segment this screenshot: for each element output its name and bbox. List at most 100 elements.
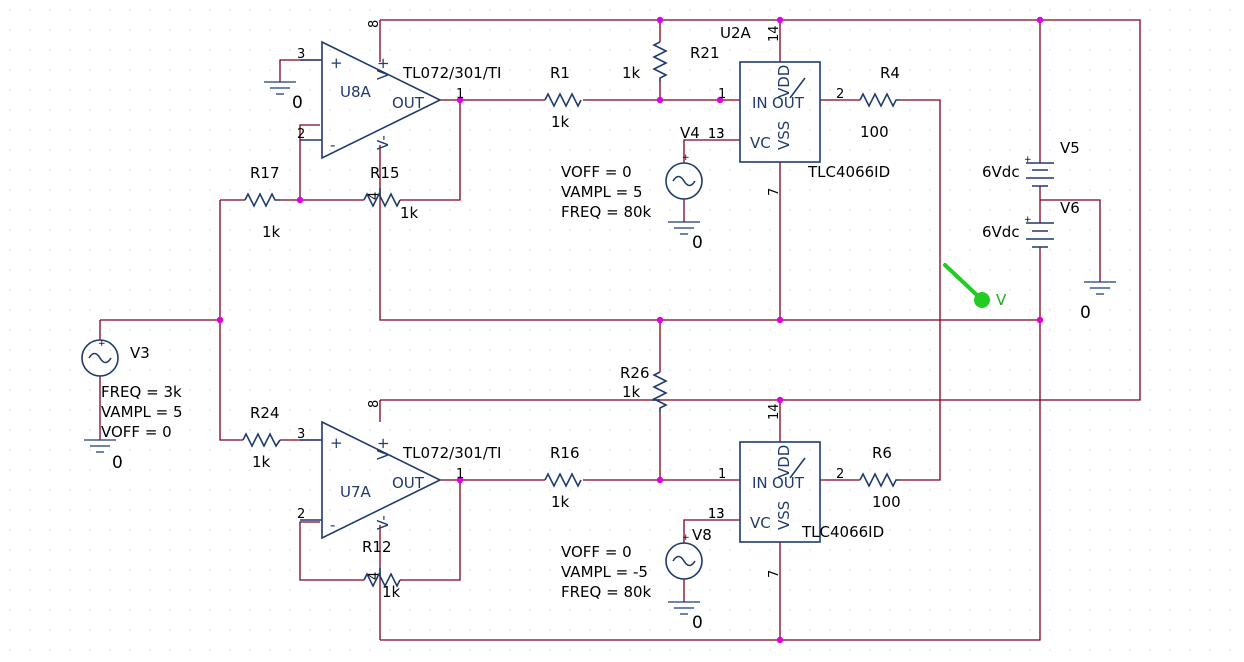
source-v6-value: 6Vdc	[982, 223, 1020, 241]
switch-lower-vss: VSS	[775, 501, 793, 530]
resistor-r26[interactable]: R26 1k	[620, 364, 668, 412]
resistor-r21-value: 1k	[622, 64, 641, 82]
switch-u2a-vc: VC	[750, 134, 771, 152]
opamp-u7a[interactable]: + - U7A OUT V+ V- TL072/301/TI 3 2 1 8 4	[297, 400, 501, 580]
resistor-r4-ref: R4	[880, 64, 900, 82]
switch-lower[interactable]: IN OUT VC VSS VDD TLC4066ID 1 2 13 14 7	[708, 403, 884, 578]
opamp-u7a-minus: -	[330, 516, 335, 534]
ground-u8a: 0	[264, 81, 303, 113]
opamp-u8a[interactable]: + - U8A OUT V+ V- TL072/301/TI 3 2 1 8 4	[297, 20, 501, 200]
svg-text:0: 0	[112, 453, 123, 473]
svg-text:0: 0	[292, 93, 303, 113]
source-v8-vampl: VAMPL = -5	[561, 563, 648, 581]
opamp-u8a-pin4: 4	[367, 192, 382, 200]
source-v8-voff: VOFF = 0	[561, 543, 632, 561]
svg-text:0: 0	[1080, 303, 1091, 323]
switch-u2a-pin1: 1	[718, 87, 726, 102]
opamp-u7a-vplus: V+	[374, 437, 392, 460]
resistor-r4-value: 100	[860, 123, 889, 141]
resistor-r16[interactable]: R16 1k	[544, 444, 582, 511]
resistor-r15[interactable]: R15 1k	[363, 164, 419, 222]
switch-u2a-ref: U2A	[720, 24, 752, 42]
resistor-r6[interactable]: R6 100	[859, 444, 901, 511]
resistor-r17-value: 1k	[262, 223, 281, 241]
resistor-r4[interactable]: R4 100	[859, 64, 900, 141]
switch-lower-vdd: VDD	[775, 445, 793, 478]
switch-u2a-vdd: VDD	[775, 65, 793, 98]
resistor-r15-value: 1k	[400, 204, 419, 222]
switch-u2a-out: OUT	[772, 94, 805, 112]
switch-lower-pin2: 2	[836, 467, 844, 482]
switch-lower-pin14: 14	[767, 403, 782, 420]
resistor-r17[interactable]: R17 1k	[244, 164, 281, 241]
opamp-u7a-vminus: V-	[374, 515, 392, 530]
source-v3-voff: VOFF = 0	[101, 423, 172, 441]
opamp-u7a-pin1: 1	[456, 467, 464, 482]
ground-v4: 0	[668, 221, 703, 253]
resistor-r12-ref: R12	[362, 538, 392, 556]
opamp-u7a-ref: U7A	[340, 483, 372, 501]
resistor-r21-ref: R21	[690, 44, 720, 62]
resistor-r24[interactable]: R24 1k	[242, 404, 281, 471]
switch-lower-part: TLC4066ID	[801, 523, 884, 541]
ground-batteries: 0	[1080, 281, 1116, 323]
resistor-r24-ref: R24	[250, 404, 280, 422]
switch-lower-pin13: 13	[708, 507, 725, 522]
opamp-u7a-plus: +	[330, 434, 343, 452]
source-v8-freq: FREQ = 80k	[561, 583, 652, 601]
source-v4-voff: VOFF = 0	[561, 163, 632, 181]
resistor-r1-value: 1k	[551, 113, 570, 131]
resistor-r15-ref: R15	[370, 164, 400, 182]
switch-u2a-pin13: 13	[708, 127, 725, 142]
opamp-u8a-pin2: 2	[297, 127, 305, 142]
resistor-r21[interactable]: R21 1k	[622, 41, 720, 82]
switch-lower-pin7: 7	[767, 570, 782, 578]
junction-dots	[216, 16, 1044, 644]
switch-lower-in: IN	[752, 474, 768, 492]
switch-lower-vc: VC	[750, 514, 771, 532]
source-v6[interactable]: + V6 6Vdc	[982, 199, 1080, 248]
source-v8-ref: V8	[692, 526, 712, 544]
source-v5[interactable]: + V5 6Vdc	[982, 139, 1080, 187]
source-v3-ref: V3	[130, 344, 150, 362]
source-v4-pin: 13	[708, 127, 725, 142]
opamp-u8a-vminus: V-	[374, 135, 392, 150]
switch-u2a[interactable]: IN OUT VC VSS VDD U2A TLC4066ID 1 2 13 1…	[708, 24, 890, 196]
opamp-u7a-pin4: 4	[367, 572, 382, 580]
opamp-u7a-pin2: 2	[297, 507, 305, 522]
opamp-u7a-out: OUT	[392, 474, 425, 492]
voltage-probe-label: V	[996, 291, 1007, 309]
opamp-u8a-out: OUT	[392, 94, 425, 112]
opamp-u8a-minus: -	[330, 136, 335, 154]
resistor-r12[interactable]: R12 1k	[362, 538, 401, 601]
resistor-r1[interactable]: R1 1k	[544, 64, 582, 131]
svg-text:+: +	[682, 153, 690, 163]
resistor-r17-ref: R17	[250, 164, 280, 182]
svg-text:+: +	[1024, 155, 1032, 165]
switch-lower-pin1: 1	[718, 467, 726, 482]
source-v4-freq: FREQ = 80k	[561, 203, 652, 221]
opamp-u7a-pin3: 3	[297, 427, 305, 442]
voltage-probe[interactable]: V	[943, 263, 1007, 309]
source-v3[interactable]: + V3 FREQ = 3k VAMPL = 5 VOFF = 0	[81, 339, 183, 441]
source-v4[interactable]: + V4 13 VOFF = 0 VAMPL = 5 FREQ = 80k	[561, 124, 725, 221]
svg-text:+: +	[98, 339, 106, 349]
opamp-u8a-plus: +	[330, 54, 343, 72]
svg-text:+: +	[682, 533, 690, 543]
opamp-u8a-ref: U8A	[340, 83, 372, 101]
resistor-r6-value: 100	[872, 493, 901, 511]
svg-text:0: 0	[692, 613, 703, 633]
source-v4-ref: V4	[680, 124, 700, 142]
resistor-r26-value: 1k	[622, 383, 641, 401]
ground-v3: 0	[84, 439, 123, 473]
wires	[99, 19, 1141, 641]
source-v8-pin: 13	[708, 507, 725, 522]
resistor-r16-value: 1k	[551, 493, 570, 511]
resistor-r6-ref: R6	[872, 444, 892, 462]
switch-u2a-part: TLC4066ID	[807, 163, 890, 181]
opamp-u8a-pin8: 8	[367, 20, 382, 28]
opamp-u8a-vplus: V+	[374, 57, 392, 80]
switch-lower-out: OUT	[772, 474, 805, 492]
source-v8[interactable]: + V8 13 VOFF = 0 VAMPL = -5 FREQ = 80k	[561, 507, 725, 601]
